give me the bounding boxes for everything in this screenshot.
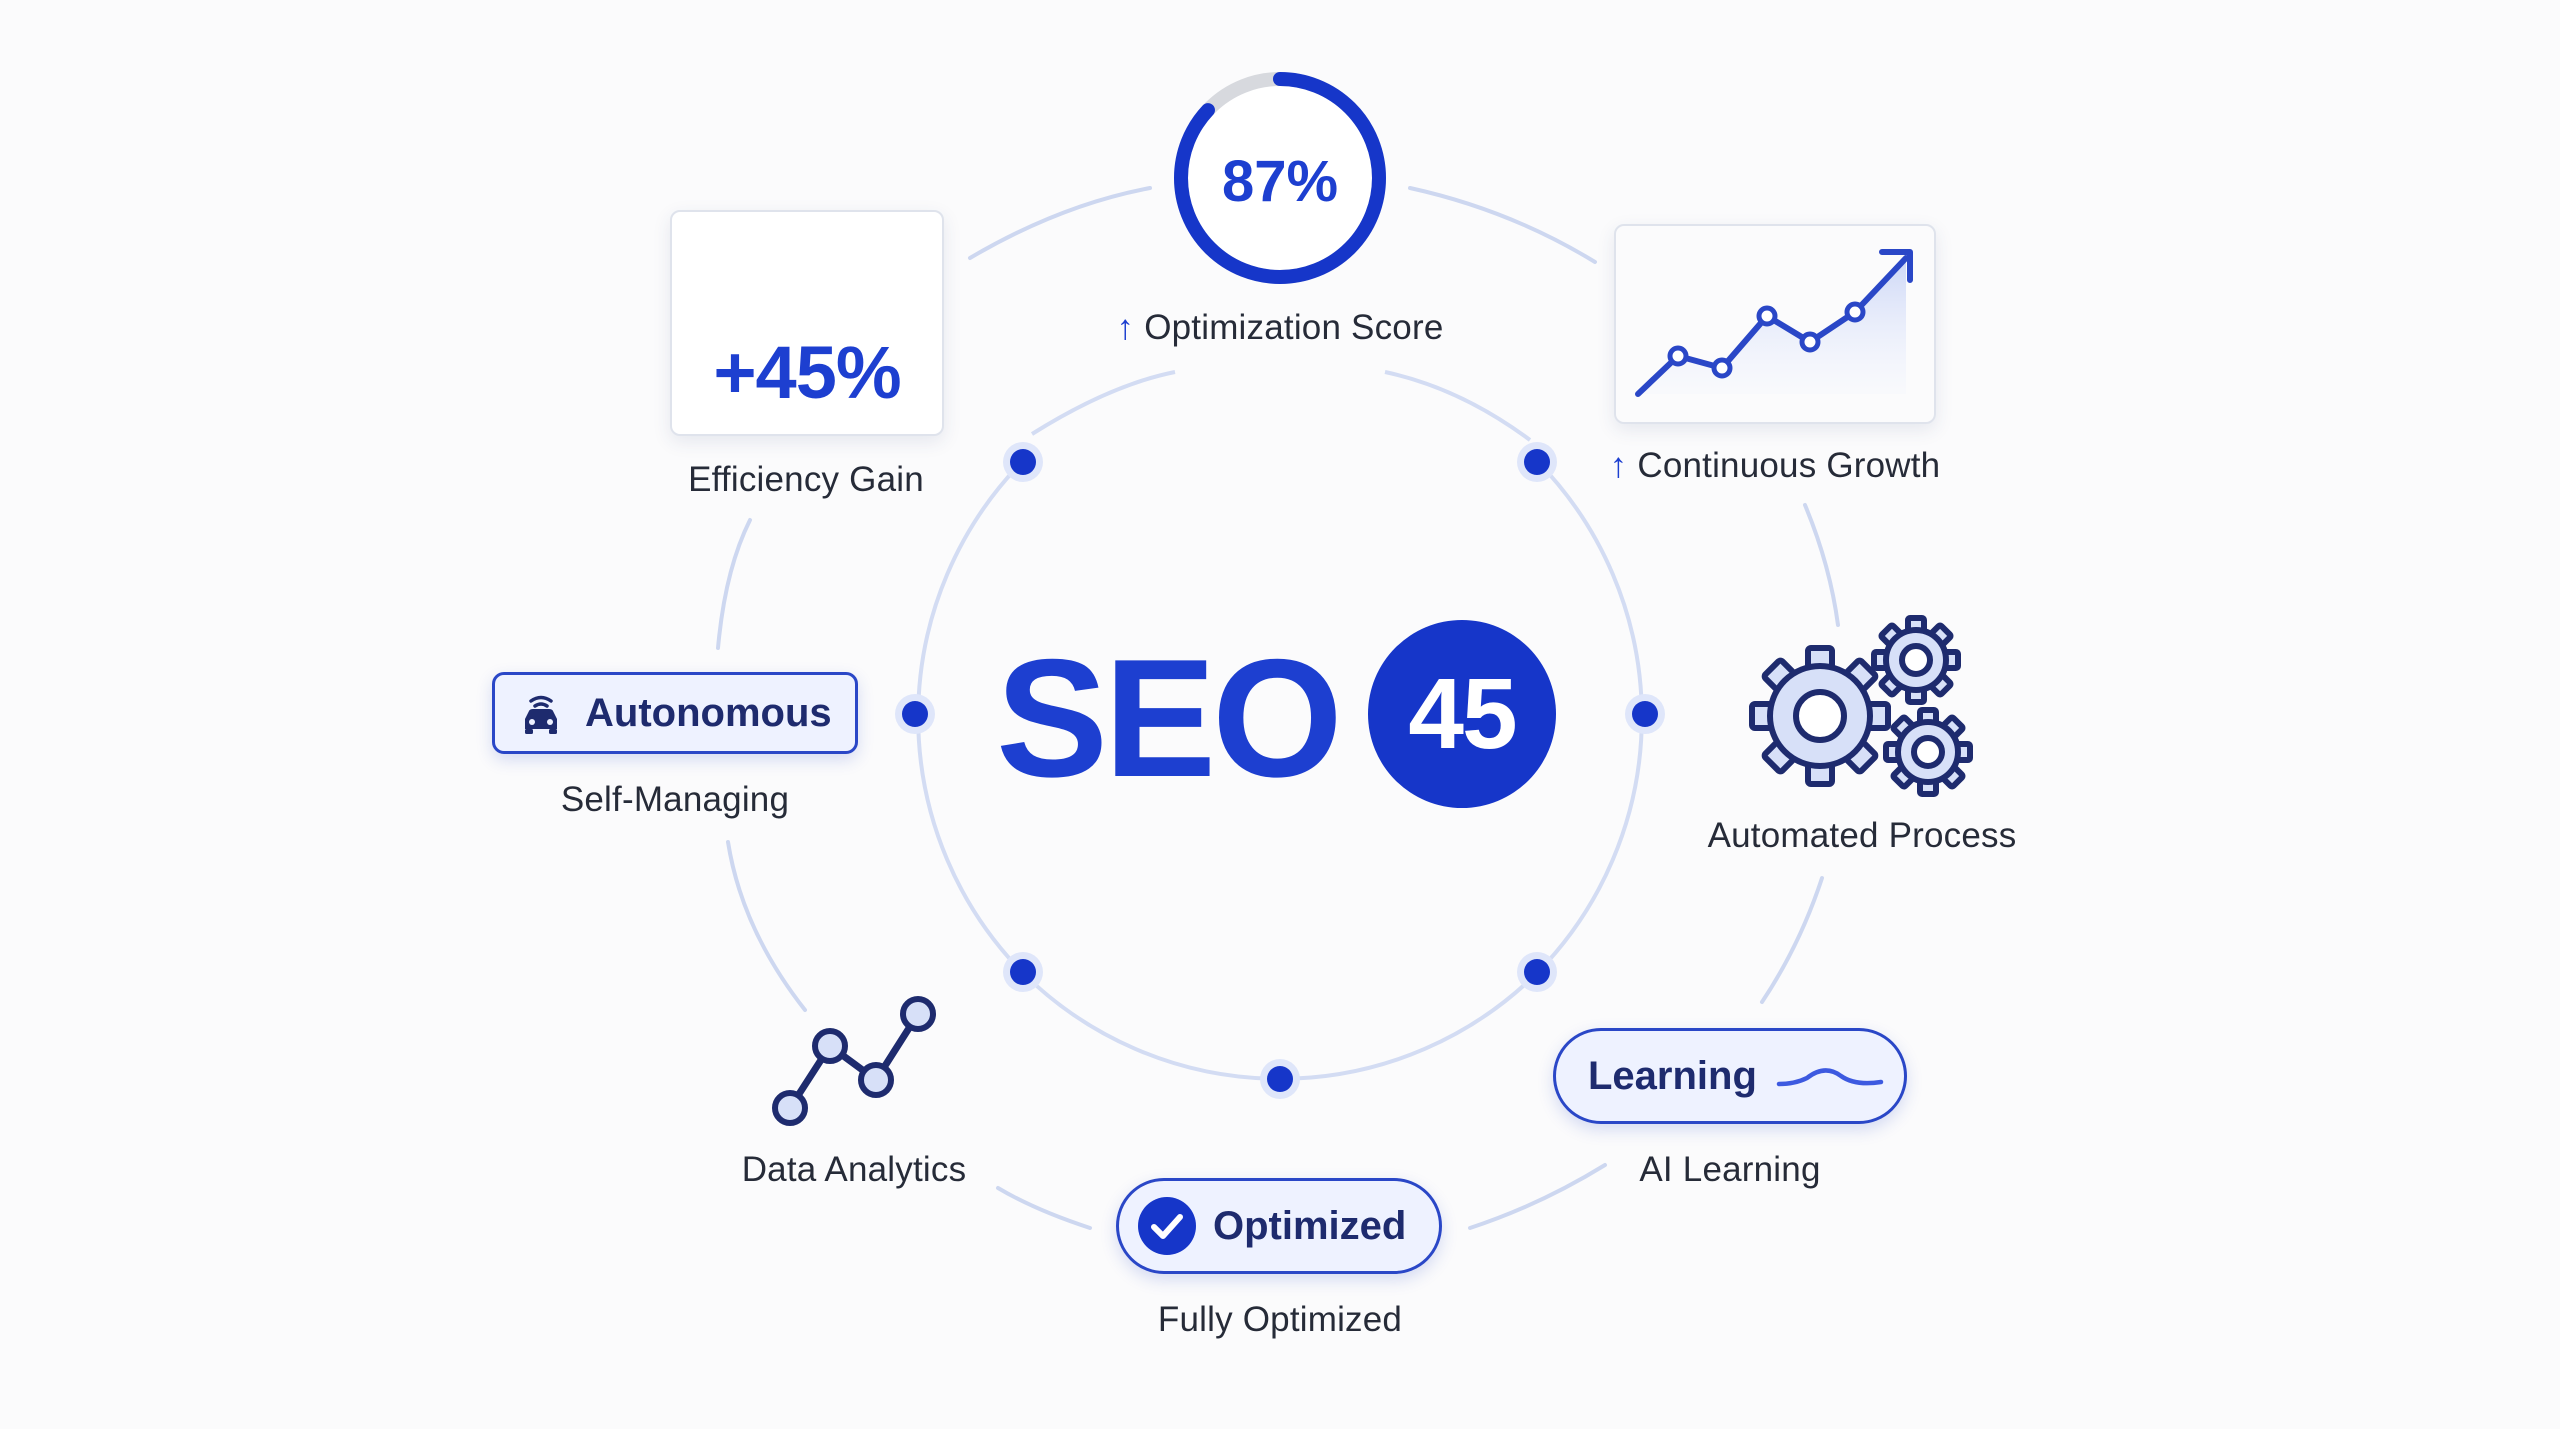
efficiency-label: Efficiency Gain	[688, 460, 924, 499]
check-icon	[1138, 1197, 1196, 1255]
learning-pill-text: Learning	[1588, 1053, 1757, 1098]
ring-dots	[895, 442, 1665, 1099]
optimized-pill: Optimized	[1116, 1178, 1442, 1274]
efficiency-value: +45%	[713, 331, 901, 414]
autonomous-label: Self-Managing	[560, 780, 790, 819]
up-arrow-icon: ↑	[1609, 446, 1628, 485]
gears-icon	[1749, 615, 1973, 797]
score-value: 87%	[1221, 149, 1339, 214]
growth-card	[1614, 224, 1936, 424]
up-arrow-icon: ↑	[1116, 308, 1135, 347]
learning-pill: Learning	[1553, 1028, 1907, 1124]
score-progress-arc	[1174, 72, 1386, 284]
outer-ring	[716, 186, 1840, 1230]
optimized-label: Fully Optimized	[1157, 1300, 1403, 1339]
center-title: SEO	[996, 624, 1343, 812]
autonomous-car-icon	[525, 695, 557, 734]
growth-label: ↑Continuous Growth	[1609, 446, 1941, 485]
efficiency-card	[670, 210, 944, 436]
optimized-pill-text: Optimized	[1213, 1203, 1407, 1248]
center-badge: 45	[1368, 620, 1556, 808]
wave-icon	[1776, 1068, 1884, 1087]
automated-label: Automated Process	[1707, 816, 2017, 855]
analytics-label: Data Analytics	[741, 1150, 967, 1189]
learning-label: AI Learning	[1639, 1150, 1821, 1189]
score-label: ↑Optimization Score	[1116, 308, 1444, 347]
line-chart-icon	[1635, 249, 1913, 397]
autonomous-pill-text: Autonomous	[585, 690, 832, 735]
score-ring	[1174, 72, 1386, 284]
autonomous-pill: Autonomous	[492, 672, 858, 754]
analytics-nodes-icon	[772, 996, 936, 1126]
